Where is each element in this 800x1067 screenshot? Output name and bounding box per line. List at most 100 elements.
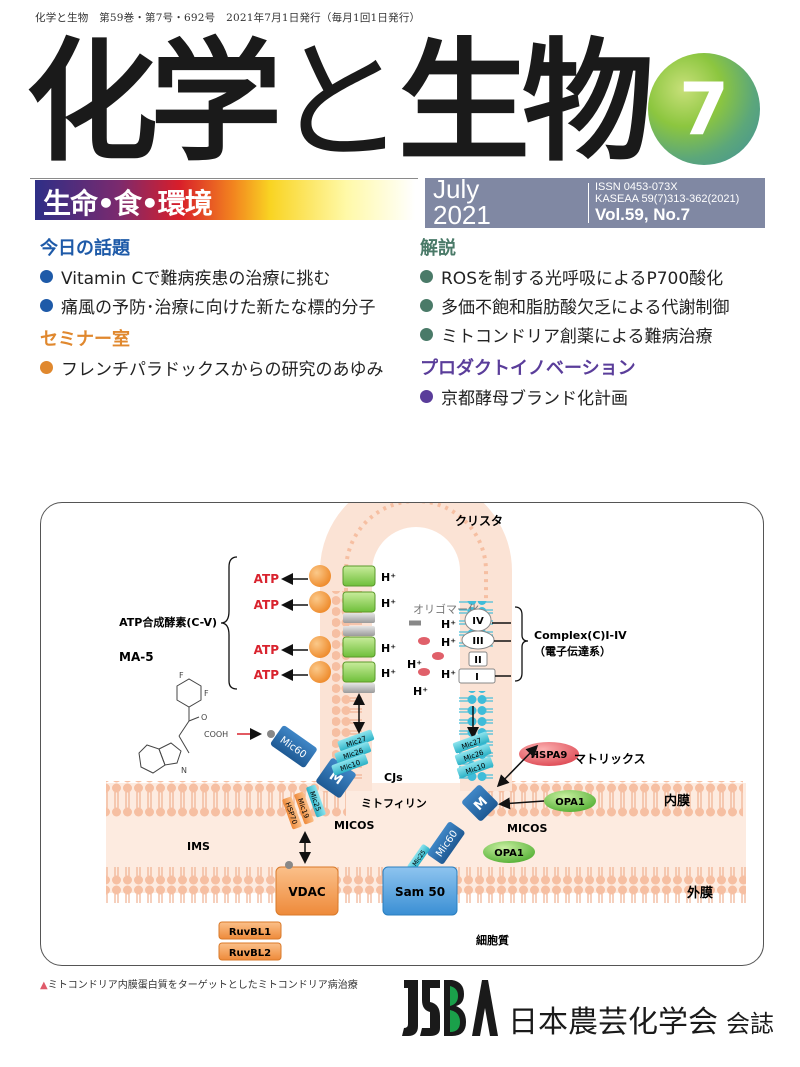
journal-title: 化学と生物 [26, 26, 654, 180]
f1-subunit [309, 591, 331, 613]
section-heading-review: 解説 [420, 238, 456, 259]
label-complex-i-iv: Complex(C)I-IV [534, 629, 627, 642]
label-atp: ATP [254, 643, 280, 657]
contents-item[interactable]: 多価不飽和脂肪酸欠乏による代謝制御 [420, 293, 730, 318]
divider [30, 178, 418, 179]
item-title: Vitamin Cで難病疾患の治療に挑む [61, 269, 331, 289]
ruvbl1 [218, 921, 282, 940]
bullet-icon [420, 390, 433, 403]
section-heading-seminar: セミナー室 [40, 329, 130, 350]
coden: KASEAA 59(7)313-362(2021) [595, 193, 740, 205]
fo-subunit [342, 661, 376, 683]
item-title: 痛風の予防･治療に向けた新たな標的分子 [61, 298, 376, 318]
label-ruvbl2: RuvBL2 [229, 948, 271, 959]
issue-number-badge: 7 [648, 53, 760, 165]
label-opa1: OPA1 [494, 848, 524, 859]
label-hplus: H⁺ [441, 668, 456, 681]
fo-subunit [342, 636, 376, 658]
atp-synthase-group: ATP ATP ATP ATP H⁺ H⁺ H⁺ H⁺ [254, 565, 396, 693]
label-atp: ATP [254, 668, 280, 682]
svg-text:N: N [181, 766, 187, 775]
label-electron-transport: （電子伝達系） [534, 644, 611, 658]
label-hplus: H⁺ [381, 667, 396, 680]
issue-month: July [433, 174, 480, 204]
section-heading-topics: 今日の話題 [40, 238, 130, 259]
issue-number: 7 [678, 67, 730, 151]
bullet-icon [40, 270, 53, 283]
label-atp: ATP [254, 598, 280, 612]
f1-subunit [309, 636, 331, 658]
publication-info: 化学と生物 第59巻・第7号・692号 2021年7月1日発行（毎月1回1日発行… [35, 12, 421, 24]
fo-subunit [342, 591, 376, 613]
figure-caption: ▲ミトコンドリア内膜蛋白質をターゲットとしたミトコンドリア病治療 [40, 976, 358, 991]
electron-transport-chain: IV III II I H⁺ H⁺ H⁺ H⁺ H⁺ [407, 608, 511, 698]
label-atp-synthase: ATP合成酵素(C-V) [119, 615, 217, 629]
society-name-text: 日本農芸化学会 [508, 1005, 718, 1040]
svg-text:F: F [179, 671, 184, 680]
title-part-chemistry: 化学 [26, 26, 282, 180]
sue-subunit [343, 626, 375, 636]
contents-item[interactable]: Vitamin Cで難病疾患の治療に挑む [40, 264, 384, 289]
label-hplus: H⁺ [407, 658, 422, 671]
ma5-structure [138, 678, 202, 774]
label-hplus: H⁺ [381, 642, 396, 655]
contents-item[interactable]: フレンチパラドックスからの研究のあゆみ [40, 355, 384, 380]
label-vdac: VDAC [288, 885, 326, 899]
complex-iii [461, 630, 495, 650]
triangle-icon: ▲ [40, 980, 48, 991]
label-atp: ATP [254, 572, 280, 586]
label-oligomerization: オリゴマー化 [413, 602, 479, 616]
f1-subunit [309, 565, 331, 587]
label-inner-membrane: 内膜 [664, 793, 690, 809]
fo-subunit [342, 565, 376, 587]
crista [320, 503, 512, 791]
contents-item[interactable]: ミトコンドリア創薬による難病治療 [420, 322, 730, 347]
ruvbl2 [218, 942, 282, 961]
contents-item[interactable]: 痛風の予防･治療に向けた新たな標的分子 [40, 293, 384, 318]
label-cjs: CJs [384, 771, 403, 784]
label-hplus: H⁺ [441, 636, 456, 649]
label-opa1: OPA1 [555, 797, 585, 808]
label-hplus: H⁺ [381, 571, 396, 584]
issn: ISSN 0453-073X [595, 181, 678, 193]
f1-subunit [309, 661, 331, 683]
society-name: 日本農芸化学会会誌 [508, 997, 774, 1041]
label-ims: IMS [187, 840, 210, 853]
contents-item[interactable]: ROSを制する光呼吸によるP700酸化 [420, 264, 730, 289]
brace [514, 606, 529, 682]
issue-year: 2021 [433, 200, 491, 230]
bullet-icon [420, 328, 433, 341]
opa1 [483, 841, 535, 863]
label-micos-left: MICOS [334, 819, 374, 832]
sam50 [382, 866, 458, 916]
item-title: 多価不飽和脂肪酸欠乏による代謝制御 [441, 298, 730, 318]
item-title: ミトコンドリア創薬による難病治療 [441, 327, 713, 347]
label-micos-right: MICOS [507, 822, 547, 835]
sue-subunit [343, 683, 375, 693]
item-title: 京都酵母ブランド化計画 [441, 389, 628, 409]
svg-text:F: F [204, 689, 209, 698]
label-matrix: マトリックス [574, 752, 646, 766]
label-outer-membrane: 外膜 [686, 885, 713, 901]
divider [588, 183, 589, 223]
inner-membrane-right [481, 781, 743, 817]
bullet-icon [420, 270, 433, 283]
label-sam50: Sam 50 [395, 885, 445, 899]
label-mitofilin-jp: ミトフィリン [361, 797, 427, 810]
bullet-icon [420, 299, 433, 312]
label-complex: III [472, 636, 483, 647]
contents-right: 解説 ROSを制する光呼吸によるP700酸化 多価不飽和脂肪酸欠乏による代謝制御… [420, 234, 730, 409]
theme-band-text: 生命•食•環境 [43, 187, 213, 220]
section-heading-product: プロダクトイノベーション [420, 358, 636, 379]
title-part-biology: 生物 [398, 26, 654, 180]
title-part-and: と [274, 26, 406, 180]
sue-subunit [343, 613, 375, 623]
complex-ii [468, 651, 488, 667]
contents-left: 今日の話題 Vitamin Cで難病疾患の治療に挑む 痛風の予防･治療に向けた新… [40, 234, 384, 380]
opa1 [544, 790, 596, 812]
item-title: フレンチパラドックスからの研究のあゆみ [61, 360, 384, 380]
contents-item[interactable]: 京都酵母ブランド化計画 [420, 384, 730, 409]
